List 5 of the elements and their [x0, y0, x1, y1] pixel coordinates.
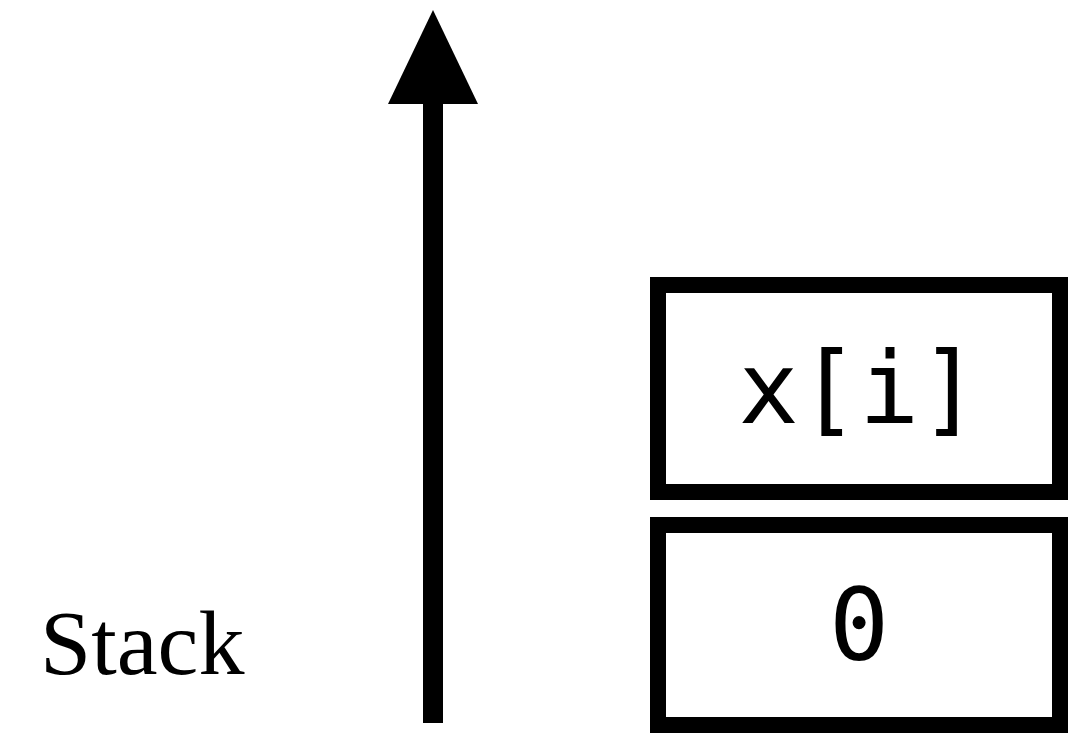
stack-cell	[650, 277, 1068, 500]
stack-cell	[650, 517, 1068, 733]
cell-value: 0	[828, 566, 890, 684]
cell-value: x[i]	[738, 330, 980, 447]
axis-label: Stack	[40, 591, 245, 696]
